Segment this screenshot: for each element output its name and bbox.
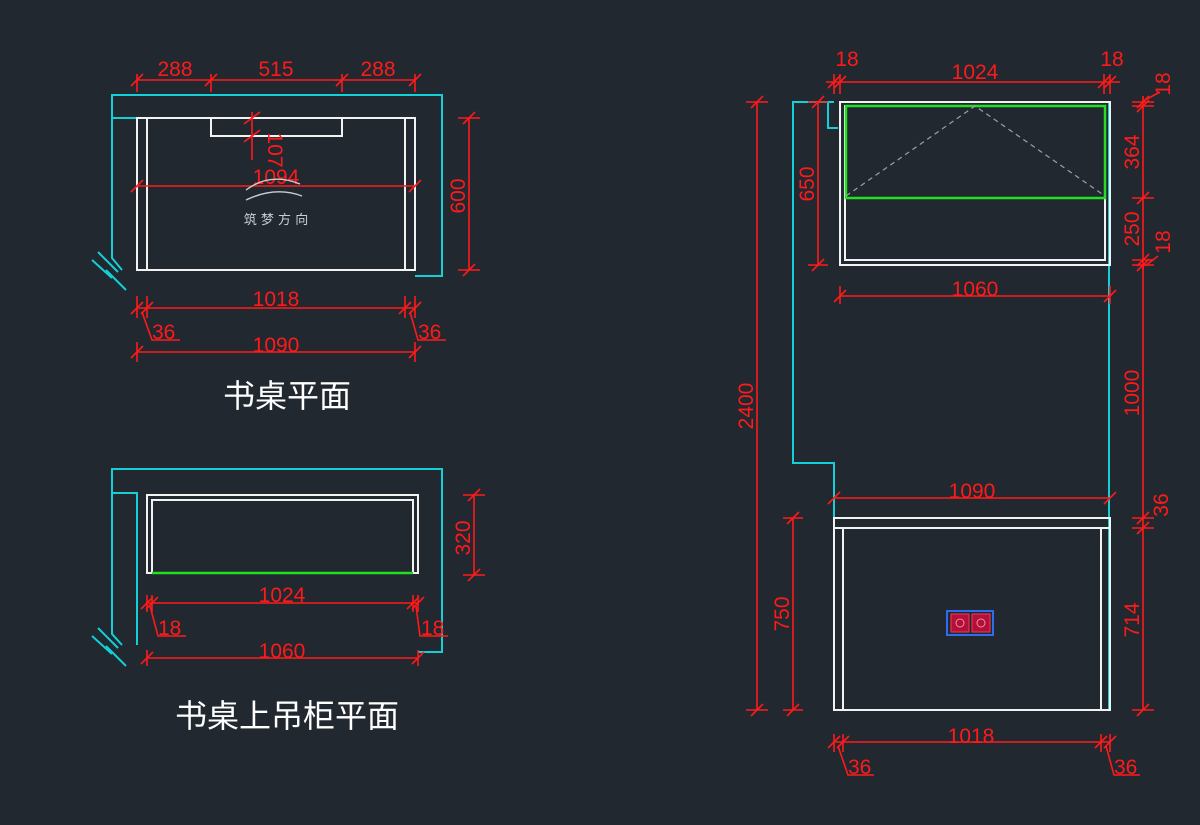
elev-dim-inner-width: 1018	[948, 725, 995, 748]
elev-dim-right-364: 364	[1121, 134, 1144, 169]
desk-dim-notch: 107	[263, 132, 286, 167]
elev-dim-right-18-bottom: 18	[1152, 230, 1175, 253]
cabinet-plan-break-mark	[91, 627, 127, 667]
elev-dim-gap-height: 1000	[1121, 370, 1144, 417]
elev-dim-top-left: 18	[835, 48, 858, 71]
cabinet-dim-side-left: 18	[158, 617, 181, 640]
cabinet-dim-side-right: 18	[421, 617, 444, 640]
desk-plan-wall-left	[111, 118, 123, 271]
cabinet-plan-inner	[151, 499, 414, 574]
desk-dim-top-right: 288	[360, 58, 395, 81]
elev-dim-top-mid: 1024	[952, 61, 999, 84]
elevation-desk-body	[833, 527, 1111, 711]
desk-plan: 288 515 288 600 107 1094 筑 梦 方 向 1018 36…	[91, 58, 480, 415]
elevation-upper-cabinet-inner	[844, 105, 1106, 261]
elev-dim-leg-height: 714	[1121, 602, 1144, 637]
desk-dim-top-mid: 515	[258, 58, 293, 81]
elev-dim-right-250: 250	[1121, 211, 1144, 246]
elev-dim-desk-width: 1090	[949, 480, 996, 503]
elev-dim-cabinet-height: 650	[796, 166, 819, 201]
elevation-desktop	[833, 517, 1111, 529]
power-socket-icon	[946, 610, 994, 636]
desk-plan-outline	[136, 117, 416, 271]
desk-dim-side-right: 36	[418, 321, 441, 344]
elev-dim-bottom-left: 36	[848, 756, 871, 779]
cabinet-plan-title: 书桌上吊柜平面	[175, 697, 399, 735]
elev-dim-desktop-thickness: 36	[1150, 493, 1173, 516]
elev-dim-cabinet-width: 1060	[952, 278, 999, 301]
desk-dim-top-left: 288	[157, 58, 192, 81]
cabinet-plan-wall	[111, 468, 443, 653]
cabinet-plan: 320 1024 18 18 1060 书桌上吊柜平面	[91, 468, 485, 735]
elev-dim-bottom-right: 36	[1114, 756, 1137, 779]
cabinet-dim-inner: 1024	[259, 584, 306, 607]
desk-plan-title: 书桌平面	[223, 377, 351, 415]
cabinet-dim-depth: 320	[452, 520, 475, 555]
elevation-glass-door	[844, 104, 1107, 200]
desk-plan-notch	[210, 118, 343, 137]
desk-dim-inner-width: 1094	[253, 166, 300, 189]
elev-dim-right-18-top: 18	[1152, 72, 1175, 95]
desk-plan-break-mark	[91, 251, 127, 291]
elevation-wall-notch	[827, 102, 838, 129]
elevation: 18 1024 18 2400 650 18 364 250 18 1060	[735, 48, 1175, 779]
cabinet-dim-overall: 1060	[259, 640, 306, 663]
desk-dim-side-left: 36	[152, 321, 175, 344]
elevation-door-swing	[845, 105, 1106, 197]
desk-dim-depth: 600	[447, 178, 470, 213]
cabinet-plan-wall-left	[111, 493, 123, 646]
watermark-text: 筑 梦 方 向	[244, 212, 308, 228]
cabinet-plan-outline	[146, 494, 419, 574]
elev-dim-desk-height: 750	[771, 596, 794, 631]
watermark-logo-icon	[245, 178, 303, 201]
elevation-upper-cabinet	[839, 101, 1111, 266]
desk-dim-overall: 1090	[253, 334, 300, 357]
elev-dim-total-height: 2400	[735, 383, 758, 430]
desk-dim-inner: 1018	[253, 288, 300, 311]
elev-dim-top-right: 18	[1100, 48, 1123, 71]
